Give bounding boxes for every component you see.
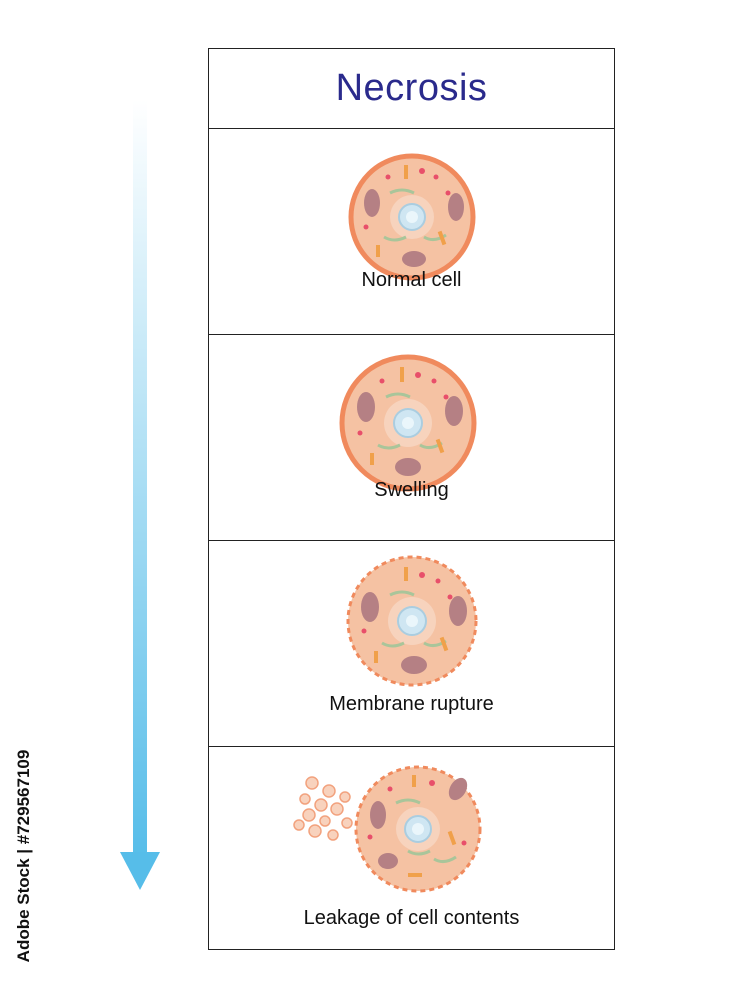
leakage-cell-illustration: [293, 765, 482, 893]
swelling-cell-illustration: [339, 354, 477, 492]
stage-caption: Leakage of cell contents: [303, 907, 520, 929]
necrosis-diagram-table: Necrosis: [208, 48, 615, 950]
leaked-vesicles: [293, 776, 353, 841]
stock-id-text: Adobe Stock | #729567109: [14, 749, 33, 963]
stage-leakage: Leakage of cell contents: [209, 747, 614, 953]
normal-cell-illustration: [348, 153, 476, 281]
timeline-arrow: [120, 100, 160, 890]
title-row: Necrosis: [209, 49, 614, 129]
stage-caption: Membrane rupture: [329, 693, 494, 715]
stock-id-watermark: Adobe Stock | #729567109: [12, 750, 36, 963]
stage-membrane-rupture: Membrane rupture: [209, 541, 614, 747]
diagram-title: Necrosis: [335, 67, 488, 109]
stage-normal-cell: Normal cell: [209, 129, 614, 335]
stage-swelling: Swelling: [209, 335, 614, 541]
rupture-cell-illustration: [346, 555, 478, 687]
stage-caption: Normal cell: [361, 269, 462, 291]
stage-caption: Swelling: [374, 479, 449, 501]
